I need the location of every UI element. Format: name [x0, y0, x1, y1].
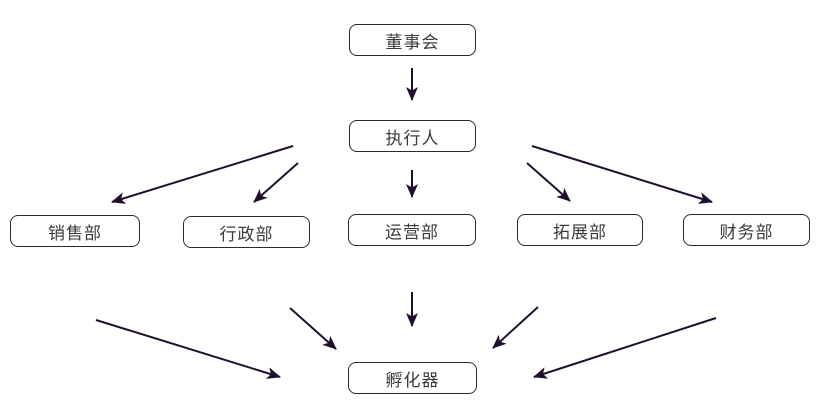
node-admin-label: 行政部: [219, 224, 274, 244]
node-admin: 行政部: [183, 216, 310, 248]
arrow-executor-to-expansion: [526, 162, 571, 202]
node-operations-label: 运营部: [385, 222, 439, 242]
node-incubator: 孵化器: [348, 362, 477, 394]
arrow-expansion-to-incubator: [492, 306, 539, 349]
node-expansion: 拓展部: [517, 214, 643, 246]
node-board: 董事会: [349, 24, 476, 56]
arrow-executor-to-admin: [253, 162, 299, 203]
node-incubator-label: 孵化器: [385, 370, 440, 390]
node-finance-label: 财务部: [719, 222, 774, 242]
node-executor-label: 执行人: [385, 128, 440, 148]
arrow-executor-to-sales: [111, 145, 294, 204]
arrow-finance-to-incubator: [533, 317, 717, 379]
node-board-label: 董事会: [385, 32, 440, 52]
arrow-executor-to-finance: [531, 145, 713, 204]
arrow-admin-to-incubator: [289, 307, 337, 350]
node-operations: 运营部: [348, 214, 476, 246]
node-executor: 执行人: [349, 120, 476, 152]
arrow-sales-to-incubator: [95, 319, 281, 379]
node-expansion-label: 拓展部: [553, 222, 607, 242]
node-finance: 财务部: [683, 214, 810, 246]
node-sales-label: 销售部: [48, 223, 102, 243]
node-sales: 销售部: [10, 215, 140, 247]
